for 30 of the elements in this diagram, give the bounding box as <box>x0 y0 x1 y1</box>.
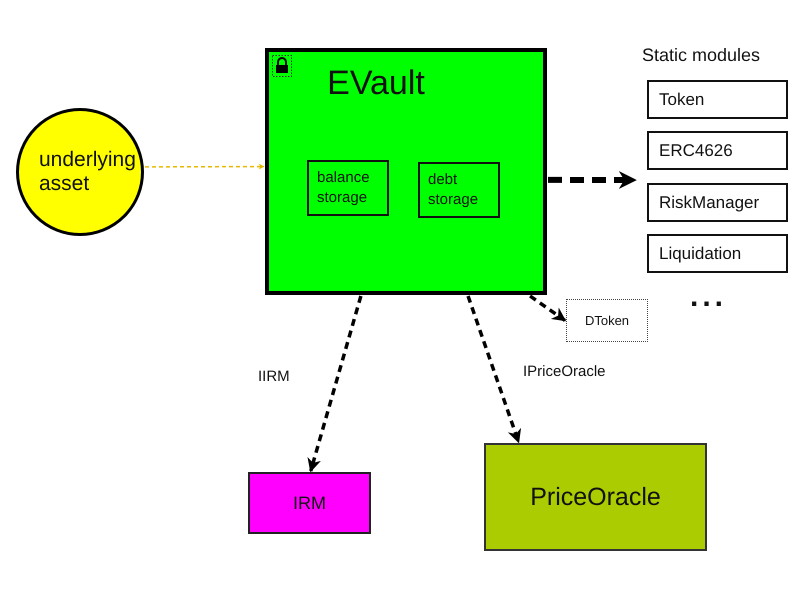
module-box <box>647 131 788 170</box>
node-label: balance storage <box>317 168 371 208</box>
token-box <box>566 299 648 342</box>
arrow <box>466 295 522 444</box>
arrow <box>307 296 363 472</box>
node-label: PriceOracle <box>530 482 661 512</box>
oracle-box <box>484 443 707 551</box>
module-box <box>647 183 788 222</box>
group-heading: Static modules <box>642 45 760 66</box>
node-label: IRM <box>293 492 326 514</box>
edge-label: IPriceOracle <box>523 363 606 380</box>
node-label: ERC4626 <box>659 140 733 160</box>
arrow <box>548 171 637 190</box>
vault-box <box>265 48 547 295</box>
node-label: underlying asset <box>39 148 137 196</box>
node-label: EVault <box>327 64 425 103</box>
module-box <box>647 234 788 273</box>
arrow <box>145 164 265 170</box>
node-label: Token <box>659 90 704 110</box>
ellipsis-label: ... <box>690 280 728 314</box>
storage-box <box>418 162 500 218</box>
node-label: debt storage <box>428 170 480 210</box>
node-label: Liquidation <box>659 244 742 264</box>
edge-label: IIRM <box>258 368 290 385</box>
storage-box <box>307 160 389 216</box>
irm-box <box>248 472 371 534</box>
node-label: RiskManager <box>659 192 760 212</box>
node-label: DToken <box>584 313 630 328</box>
module-box <box>647 80 788 119</box>
arrow <box>529 294 566 322</box>
